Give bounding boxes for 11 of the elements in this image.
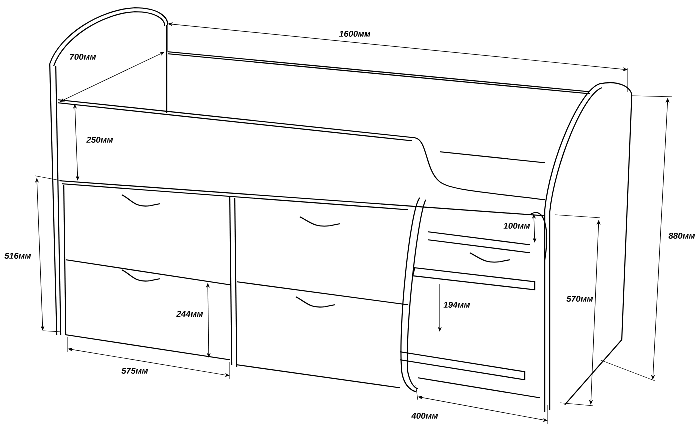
dimension-label: 880мм xyxy=(668,232,696,240)
dimension-label: 700мм xyxy=(68,53,98,61)
dimension-label: 400мм xyxy=(410,412,440,420)
dimension-label: 1600мм xyxy=(338,30,372,38)
dimension-label: 570мм xyxy=(566,295,594,303)
dimension-label: 516мм xyxy=(4,252,32,260)
dimension-label: 575мм xyxy=(120,367,150,375)
dimension-label: 100мм xyxy=(502,222,532,230)
dimension-label: 244мм xyxy=(176,310,204,318)
dimension-label: 194мм xyxy=(442,301,472,309)
dimension-label: 250мм xyxy=(86,136,114,144)
